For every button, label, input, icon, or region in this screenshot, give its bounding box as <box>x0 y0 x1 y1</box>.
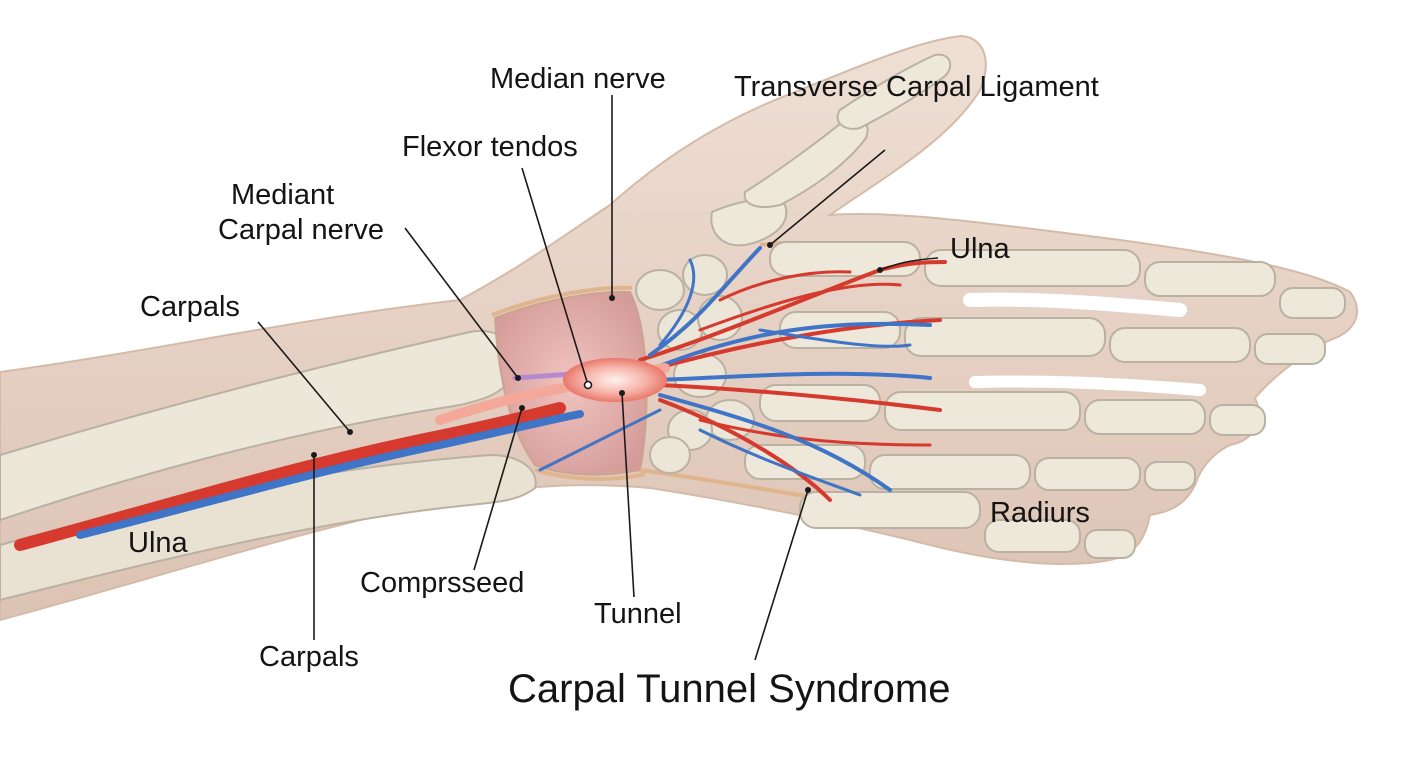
leader-transverse-carpal-ligament <box>769 149 886 246</box>
label-ulna-right: Ulna <box>950 233 1010 265</box>
label-carpal-nerve: Carpal nerve <box>218 214 385 246</box>
leader-tunnel <box>621 392 635 598</box>
label-median-nerve: Median nerve <box>490 63 666 95</box>
median-nerve <box>435 358 670 425</box>
label-comprsseed: Comprsseed <box>360 567 525 599</box>
label-ulna-left: Ulna <box>128 527 188 559</box>
label-carpals-bottom: Carpals <box>259 641 359 673</box>
label-tunnel: Tunnel <box>594 598 682 630</box>
arteries <box>14 260 947 551</box>
leader-lines <box>257 95 939 661</box>
leader-ulna-right <box>879 257 939 271</box>
label-flexor-tendos: Flexor tendos <box>402 131 578 163</box>
leader-comprsseed <box>473 407 523 571</box>
leader-carpals-left <box>257 321 351 433</box>
label-carpals-left: Carpals <box>140 291 240 323</box>
veins <box>76 246 932 539</box>
label-mediant: Mediant <box>231 179 335 211</box>
leader-lower <box>754 489 809 661</box>
leader-flexor-tendos <box>521 167 589 386</box>
label-transverse-carpal-ligament: Transverse Carpal Ligament <box>734 71 1099 103</box>
leader-mediant-carpal-nerve <box>404 227 519 379</box>
compression-site <box>563 358 667 402</box>
label-radiurs: Radiurs <box>990 497 1090 529</box>
thumb-bones <box>710 53 952 247</box>
diagram-title: Carpal Tunnel Syndrome <box>508 667 951 711</box>
